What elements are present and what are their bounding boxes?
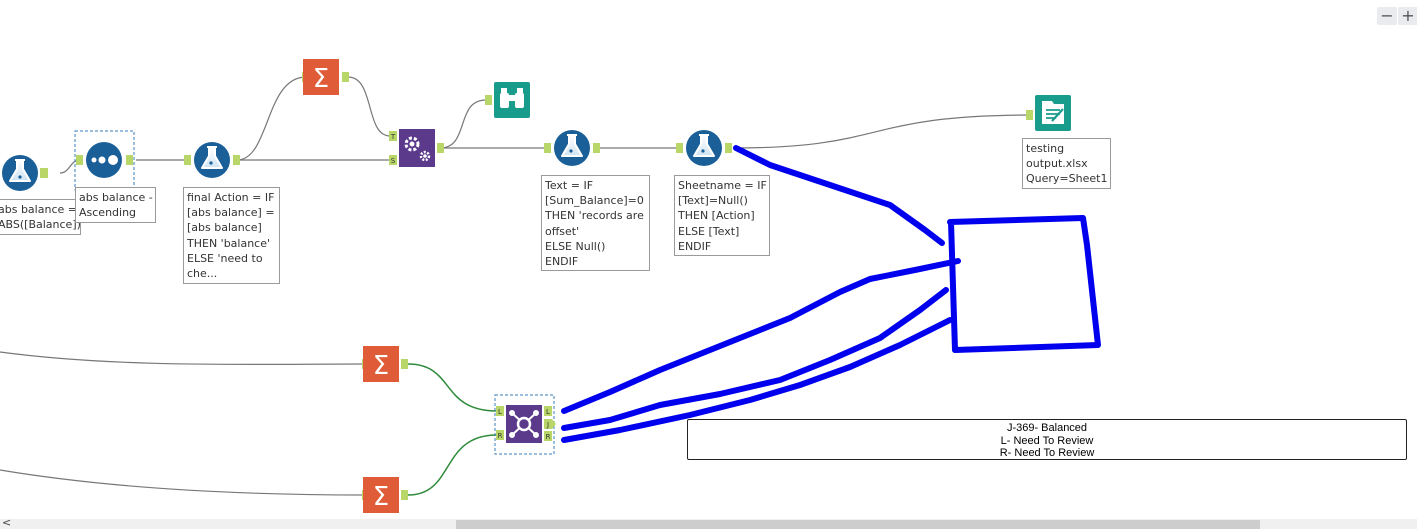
formula-icon [693, 134, 715, 157]
tool-output[interactable] [1026, 95, 1071, 131]
output-anchor-L[interactable] [544, 406, 552, 416]
input-anchor[interactable] [544, 143, 551, 153]
output-anchor[interactable] [233, 155, 240, 165]
input-anchor[interactable] [184, 155, 191, 165]
tool-summarize-lower-2[interactable]: Σ [362, 477, 408, 513]
summarize-icon: Σ [313, 64, 329, 94]
anchor-label: T [390, 133, 396, 141]
anchor-label: R [498, 432, 503, 440]
input-anchor-S[interactable] [389, 155, 397, 165]
connection-line [347, 76, 391, 137]
comment-line: L- Need To Review [1000, 434, 1094, 447]
output-anchor-J[interactable] [544, 419, 556, 429]
multi-field-icon [404, 136, 431, 162]
zoom-in-button[interactable]: + [1398, 7, 1417, 25]
output-anchor[interactable] [593, 143, 600, 153]
connection-line [732, 114, 1034, 149]
connection-line [0, 351, 367, 366]
output-anchor[interactable] [342, 72, 349, 82]
output-anchor[interactable] [126, 155, 133, 165]
tool-formula-final-action[interactable] [184, 142, 240, 178]
input-anchor[interactable] [485, 95, 492, 105]
freehand-drawing [561, 145, 1101, 443]
tool-browse[interactable] [485, 82, 530, 118]
anchor-label: R [546, 433, 551, 441]
zoom-out-button[interactable]: − [1377, 7, 1397, 25]
connection-line [0, 469, 367, 496]
drawn-rectangle [947, 215, 1101, 353]
output-anchor[interactable] [401, 490, 408, 500]
output-anchor[interactable] [437, 143, 444, 153]
connection-line [407, 363, 498, 412]
connection-line [407, 434, 498, 496]
drawn-line [561, 287, 949, 431]
tool-sort[interactable] [74, 130, 135, 191]
annotation-sort: abs balance - Ascending [75, 187, 156, 223]
anchor-label: L [546, 408, 550, 416]
formula-icon [201, 146, 223, 169]
input-anchor[interactable] [1026, 110, 1033, 120]
annotation-abs-balance: abs balance = ABS([Balance]) [0, 199, 81, 235]
comment-box[interactable]: J-369- Balanced L- Need To Review R- Nee… [687, 419, 1407, 460]
drawn-line [733, 145, 945, 246]
tool-summarize-lower-1[interactable]: Σ [362, 346, 408, 382]
summarize-icon: Σ [373, 482, 389, 512]
summarize-icon: Σ [373, 351, 389, 381]
tool-summarize-top[interactable]: Σ [302, 59, 349, 95]
connections-selected [407, 363, 498, 496]
input-anchor[interactable] [676, 143, 683, 153]
comment-line: R- Need To Review [999, 447, 1095, 459]
connection-line [236, 76, 307, 161]
formula-icon [9, 159, 31, 182]
tool-multi-field[interactable]: T S [389, 129, 444, 167]
input-anchor[interactable] [76, 155, 83, 165]
tool-join[interactable]: L R L J R [494, 394, 556, 455]
sort-icon [91, 155, 118, 165]
annotation-output: testing output.xlsx Query=Sheet1 [1022, 138, 1111, 189]
join-icon [509, 410, 539, 438]
output-anchor[interactable] [401, 359, 408, 369]
comment-line: J-369- Balanced [1006, 422, 1088, 434]
input-anchor-T[interactable] [389, 131, 397, 141]
anchor-label: J [546, 421, 549, 429]
anchor-label: S [391, 157, 396, 165]
output-icon [1042, 101, 1064, 124]
annotation-text-formula: Text = IF [Sum_Balance]=0 THEN 'records … [541, 175, 650, 271]
input-anchor-R[interactable] [496, 430, 504, 440]
browse-icon [500, 88, 524, 108]
scrollbar-thumb[interactable] [456, 520, 1260, 529]
scroll-left-arrow[interactable]: < [2, 516, 12, 529]
drawn-line [561, 258, 961, 414]
output-anchor-R[interactable] [544, 431, 552, 441]
annotation-final-action: final Action = IF [abs balance] = [abs b… [183, 187, 280, 284]
annotation-sheetname-formula: Sheetname = IF [Text]=Null() THEN [Actio… [674, 175, 770, 256]
drawn-line [561, 317, 953, 443]
tool-formula-abs[interactable] [2, 155, 48, 191]
input-anchor-L[interactable] [496, 406, 504, 416]
tool-formula-text[interactable] [544, 130, 600, 166]
output-anchor[interactable] [40, 168, 48, 178]
anchor-label: L [498, 408, 502, 416]
connections [0, 76, 1034, 496]
output-anchor[interactable] [725, 143, 732, 153]
tool-formula-sheetname[interactable] [676, 130, 732, 166]
connection-line [439, 99, 487, 149]
formula-icon [561, 134, 583, 157]
